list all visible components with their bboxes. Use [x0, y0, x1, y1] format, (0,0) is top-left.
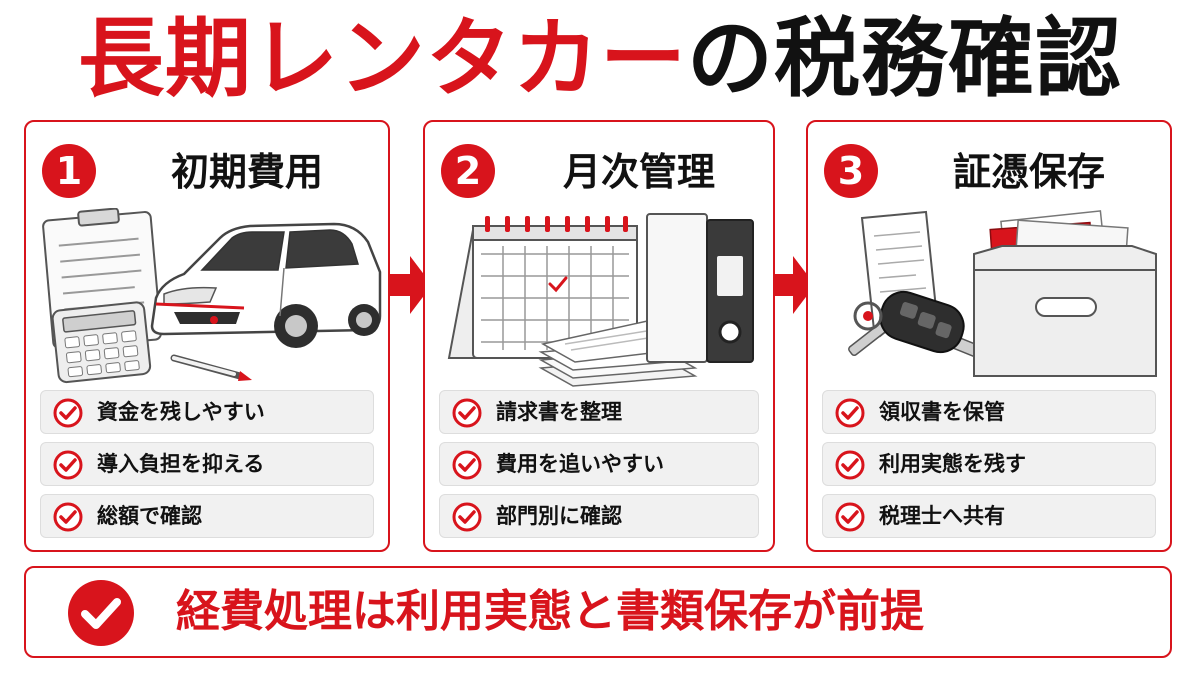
list-item-label: 資金を残しやすい	[97, 400, 265, 424]
list-item: 領収書を保管	[822, 390, 1156, 434]
list-item-label: 総額で確認	[97, 504, 202, 528]
title-part-tax: の税務確認	[687, 9, 1122, 109]
check-circle-icon	[53, 502, 83, 532]
list-item: 資金を残しやすい	[40, 390, 374, 434]
step-checklist: 請求書を整理 費用を追いやすい 部門別に確認	[439, 390, 759, 546]
pen-icon	[170, 354, 252, 381]
list-item: 総額で確認	[40, 494, 374, 538]
page-title: 長期レンタカーの税務確認	[0, 8, 1200, 110]
step-header: 3 証憑保存	[808, 144, 1170, 200]
step-card-initial-cost: 1 初期費用	[24, 120, 390, 552]
arrow-right-icon	[390, 256, 432, 314]
check-circle-icon	[452, 398, 482, 428]
list-item-label: 税理士へ共有	[879, 504, 1005, 528]
step-header: 1 初期費用	[26, 144, 388, 200]
check-circle-icon	[835, 398, 865, 428]
step-title: 証憑保存	[952, 150, 1105, 194]
summary-text: 経費処理は利用実態と書類保存が前提	[176, 586, 924, 637]
list-item-label: 導入負担を抑える	[97, 452, 265, 476]
list-item: 部門別に確認	[439, 494, 759, 538]
check-circle-icon	[835, 450, 865, 480]
check-circle-icon	[53, 450, 83, 480]
step-title: 月次管理	[562, 150, 715, 194]
calendar-icon	[447, 216, 638, 359]
list-item-label: 請求書を整理	[496, 400, 622, 424]
voucher-storage-illustration	[848, 210, 1157, 377]
monthly-management-illustration	[447, 213, 754, 387]
step-number-badge: 2	[441, 144, 495, 198]
step-title: 初期費用	[170, 150, 323, 194]
title-part-rental: 長期レンタカー	[78, 9, 687, 109]
summary-banner: 経費処理は利用実態と書類保存が前提	[24, 566, 1172, 658]
step-card-voucher-storage: 3 証憑保存	[806, 120, 1172, 552]
arrow-right-icon	[773, 256, 815, 314]
step-number-badge: 1	[42, 144, 96, 198]
check-circle-icon	[835, 502, 865, 532]
list-item-label: 部門別に確認	[496, 504, 622, 528]
list-item: 税理士へ共有	[822, 494, 1156, 538]
check-circle-icon	[68, 580, 134, 646]
list-item: 導入負担を抑える	[40, 442, 374, 486]
check-circle-icon	[53, 398, 83, 428]
step-header: 2 月次管理	[425, 144, 773, 200]
list-item-label: 領収書を保管	[879, 400, 1005, 424]
list-item: 利用実態を残す	[822, 442, 1156, 486]
step-number-badge: 3	[824, 144, 878, 198]
step-card-monthly-management: 2 月次管理	[423, 120, 775, 552]
list-item-label: 利用実態を残す	[879, 452, 1026, 476]
step-checklist: 資金を残しやすい 導入負担を抑える 総額で確認	[40, 390, 374, 546]
list-item: 費用を追いやすい	[439, 442, 759, 486]
list-item: 請求書を整理	[439, 390, 759, 434]
car-icon	[150, 222, 382, 348]
list-item-label: 費用を追いやすい	[496, 452, 664, 476]
calculator-icon	[51, 301, 152, 384]
storage-box-icon	[973, 210, 1157, 377]
initial-cost-illustration	[42, 208, 382, 384]
binder-icon	[646, 213, 754, 363]
step-checklist: 領収書を保管 利用実態を残す 税理士へ共有	[822, 390, 1156, 546]
check-circle-icon	[452, 450, 482, 480]
check-circle-icon	[452, 502, 482, 532]
